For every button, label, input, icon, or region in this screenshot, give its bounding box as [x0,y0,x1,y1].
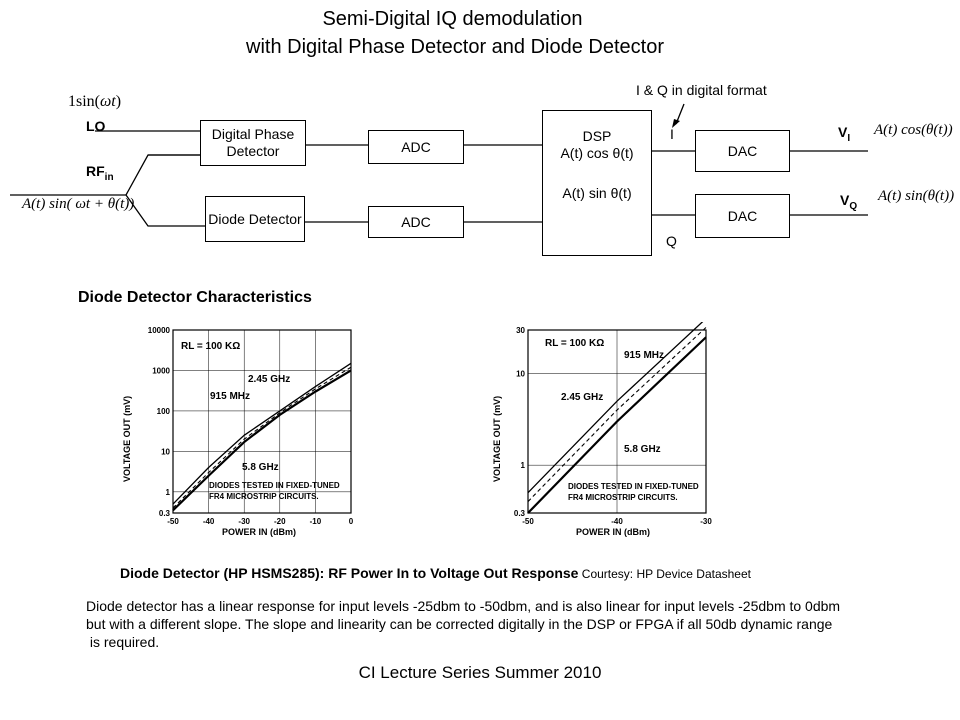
chart-2-label-915mhz: 915 MHz [624,350,665,361]
chart-1-x-tick-label: -40 [203,517,215,526]
chart-2-x-tick-label: -30 [700,517,712,526]
chart-1-y-tick-label: 10000 [148,326,171,335]
adc-top-block: ADC [368,130,464,164]
chart-1-x-tick-label: 0 [349,517,354,526]
vi-signal: A(t) cos(θ(t)) [874,122,953,138]
chart-2-y-tick-label: 10 [516,370,525,379]
chart-2-note-line-2: FR4 MICROSTRIP CIRCUITS. [568,493,678,502]
q-channel-label: Q [666,233,677,249]
footer: CI Lecture Series Summer 2010 [358,663,602,682]
chart-1-x-tick-label: -20 [274,517,286,526]
vi-label: VI [838,124,851,144]
chart-2-note-line-1: DIODES TESTED IN FIXED-TUNED [568,482,699,491]
chart-1: -50 -40 -30 -20 -10 0 10000 1000 100 10 1 0.3 RL = … [118,322,358,542]
chart-1-x-tick-label: -30 [238,517,250,526]
digital-format-note: I & Q in digital format [636,82,767,98]
title-line-2: with Digital Phase Detector and Diode De… [246,36,664,58]
chart-1-series-line [172,369,352,512]
chart-1-y-tick-label: 1000 [152,366,170,375]
chart-1-y-tick-label: 100 [157,407,171,416]
vq-label: VQ [840,192,858,212]
chart-2-y-tick-label: 1 [521,461,526,470]
chart-1-ylabel: VOLTAGE OUT (mV) [122,395,132,482]
rf-signal: A(t) sin( ωt + θ(t)) [22,196,135,212]
dsp-sin-output: A(t) sin θ(t) [562,185,632,201]
chart-2-series-line [527,336,707,514]
chart-1-rl-annotation: RL = 100 KΩ [181,341,241,352]
chart-1-label-2-45ghz: 2.45 GHz [248,374,291,385]
chart-1-note-line-1: DIODES TESTED IN FIXED-TUNED [209,481,340,490]
block-diagram-wires [10,103,868,227]
i-channel-label: I [670,126,674,142]
rf-in-label: RFin [86,163,114,183]
diode-detector-block: Diode Detector [205,196,305,242]
description-line-1: Diode detector has a linear response for… [86,598,841,614]
lo-signal: 1sin(ωt) [68,93,122,110]
chart-2-y-tick-label: 30 [516,326,525,335]
chart-2-xlabel: POWER IN (dBm) [576,527,650,537]
dac-bottom-block: DAC [695,194,790,238]
chart-1-xlabel: POWER IN (dBm) [222,527,296,537]
vq-signal: A(t) sin(θ(t)) [878,188,955,204]
chart-2-rl-annotation: RL = 100 KΩ [545,338,605,349]
chart-1-series-line [172,366,352,509]
chart-2-ylabel: VOLTAGE OUT (mV) [492,395,502,482]
title-line-1: Semi-Digital IQ demodulation [322,8,583,30]
digital-phase-detector-block: Digital Phase Detector [200,120,306,166]
chart-1-x-tick-label: -50 [167,517,179,526]
chart-1-series-line [172,362,352,505]
section-heading: Diode Detector Characteristics [78,289,312,306]
chart-1-note-line-2: FR4 MICROSTRIP CIRCUITS. [209,492,319,501]
caption-courtesy: Courtesy: HP Device Datasheet [578,567,751,581]
adc-bottom-block: ADC [368,206,464,238]
lo-label: LO [86,118,106,134]
dsp-block: DSP A(t) cos θ(t) A(t) sin θ(t) [542,110,652,256]
description-line-2: but with a different slope. The slope an… [86,616,833,632]
chart-2-label-2-45ghz: 2.45 GHz [561,392,604,403]
chart-2-x-tick-label: -40 [611,517,623,526]
chart-1-y-tick-label: 10 [161,447,170,456]
chart-2-y-tick-label: 0.3 [514,509,526,518]
chart-1-label-5-8ghz: 5.8 GHz [242,462,279,473]
figure-caption: Diode Detector (HP HSMS285): RF Power In… [120,565,751,581]
chart-2-x-tick-label: -50 [522,517,534,526]
description-line-3: is required. [86,634,160,650]
chart-1-x-tick-label: -10 [310,517,322,526]
dsp-title: DSP [582,128,612,144]
chart-2-label-5-8ghz: 5.8 GHz [624,444,661,455]
chart-1-svg: -50 -40 -30 -20 -10 0 10000 1000 100 10 1 0.3 [148,326,354,526]
chart-1-y-tick-label: 1 [166,488,171,497]
chart-2-series-line [527,327,707,502]
chart-2-svg: -50 -40 -30 30 10 1 0.3 [514,318,712,526]
chart-1-y-tick-label: 0.3 [159,509,171,518]
chart-1-label-915mhz: 915 MHz [210,391,251,402]
dac-top-block: DAC [695,130,790,172]
chart-2: -50 -40 -30 30 10 1 0.3 RL = 100 KΩ 915 MHz 2.… [488,318,718,542]
dsp-cos-output: A(t) cos θ(t) [560,145,634,161]
caption-main: Diode Detector (HP HSMS285): RF Power In… [120,565,579,581]
chart-2-series-line [527,318,707,494]
